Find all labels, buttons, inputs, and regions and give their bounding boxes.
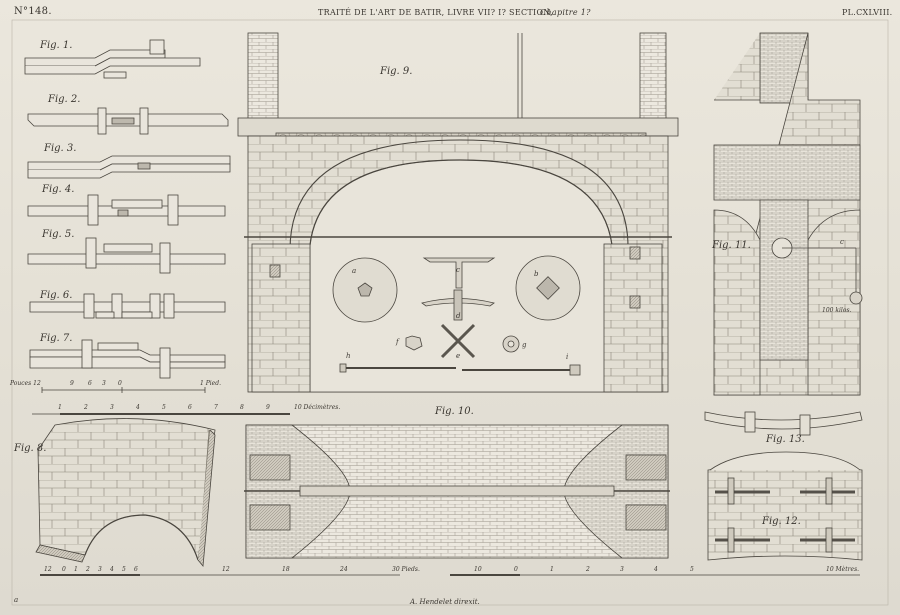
pouces-scale	[41, 387, 206, 393]
fig9-drawing	[237, 32, 679, 393]
part-label-g: g	[522, 341, 527, 349]
part-label-h: h	[346, 352, 351, 360]
engraver-credit: A. Hendelet direxit.	[410, 598, 480, 606]
fig3-drawing	[27, 155, 231, 179]
metres-tick: 4	[654, 566, 658, 573]
fig7-drawing	[29, 339, 226, 379]
chapter-label: Chapitre 1?	[540, 8, 591, 17]
fig10-label: Fig. 10.	[435, 406, 474, 417]
fig6-label: Fig. 6.	[40, 290, 73, 301]
fig8-label: Fig. 8.	[14, 443, 47, 454]
fig6-drawing	[29, 293, 226, 319]
metres-tick: 10	[474, 566, 482, 573]
part-label-a: a	[352, 267, 357, 275]
fig10-drawing	[244, 424, 670, 559]
pieds-tick: 4	[110, 566, 114, 573]
decimetre-tick: 1	[58, 404, 62, 411]
part-label-b: b	[534, 270, 539, 278]
decimetre-tick: 8	[240, 404, 244, 411]
decimetre-tick: 2	[84, 404, 88, 411]
metres-tick: 5	[690, 566, 694, 573]
fig11-label: Fig. 11.	[712, 240, 751, 251]
pouces-tick: 9	[70, 380, 74, 387]
decimetre-tick: 6	[188, 404, 192, 411]
fig12-drawing	[707, 451, 863, 561]
fig9-label: Fig. 9.	[380, 66, 413, 77]
metres-tick: 0	[514, 566, 518, 573]
fig1-label: Fig. 1.	[40, 40, 73, 51]
plate-code: PL.CXLVIII.	[842, 8, 893, 17]
plate-title: TRAITÉ DE L'ART DE BATIR, LIVRE VII? I? …	[318, 8, 553, 17]
decimetre-tick: 9	[266, 404, 270, 411]
pieds-tick: 1	[74, 566, 78, 573]
decimetre-label: 10 Décimètres.	[294, 404, 341, 411]
pieds-tick: 18	[282, 566, 290, 573]
pieds-tick: 0	[62, 566, 66, 573]
fig5-label: Fig. 5.	[42, 229, 75, 240]
fig11-drawing	[713, 32, 863, 396]
corner-mark: a	[14, 596, 19, 604]
pouces-tick: 0	[118, 380, 122, 387]
fig3-label: Fig. 3.	[44, 143, 77, 154]
fig13-label: Fig. 13.	[766, 434, 805, 445]
fig7-label: Fig. 7.	[40, 333, 73, 344]
pieds-tick: 5	[122, 566, 126, 573]
pieds-tick: 2	[86, 566, 90, 573]
metres-tick: 1	[550, 566, 554, 573]
pieds-tick: 3	[98, 566, 102, 573]
pieds-tick: 24	[340, 566, 348, 573]
fig13-drawing	[704, 411, 863, 436]
part-label-e: e	[456, 352, 461, 360]
fig4-label: Fig. 4.	[42, 184, 75, 195]
pouces-label: Pouces 12	[10, 380, 41, 387]
fig8-drawing	[35, 418, 216, 567]
weight-letter: c	[840, 238, 844, 246]
pouces-tick: 3	[102, 380, 106, 387]
fig5-drawing	[27, 237, 226, 274]
decimetre-tick: 5	[162, 404, 166, 411]
plate-number: N°148.	[14, 6, 52, 17]
part-label-d: d	[456, 312, 461, 320]
decimetre-tick: 7	[214, 404, 218, 411]
metres-label: 10 Mètres.	[826, 566, 860, 573]
fig12-label: Fig. 12.	[762, 516, 801, 527]
pieds-tick: 12	[44, 566, 52, 573]
part-label-f: f	[396, 338, 399, 346]
pouces-tick: 6	[88, 380, 92, 387]
part-label-c: c	[456, 266, 460, 274]
fig2-drawing	[27, 107, 229, 135]
weight-label: 100 kilos.	[822, 307, 852, 314]
decimetre-tick: 3	[110, 404, 114, 411]
part-label-i: i	[566, 353, 569, 361]
fig2-label: Fig. 2.	[48, 94, 81, 105]
decimetre-tick: 4	[136, 404, 140, 411]
pieds-tick: 6	[134, 566, 138, 573]
pied-label: 1 Pied.	[200, 380, 221, 387]
metres-tick: 3	[620, 566, 624, 573]
fig4-drawing	[27, 194, 226, 226]
metres-tick: 2	[586, 566, 590, 573]
pieds-tick: 12	[222, 566, 230, 573]
fig1-drawing	[24, 39, 201, 79]
pieds-label: 30 Pieds.	[392, 566, 420, 573]
